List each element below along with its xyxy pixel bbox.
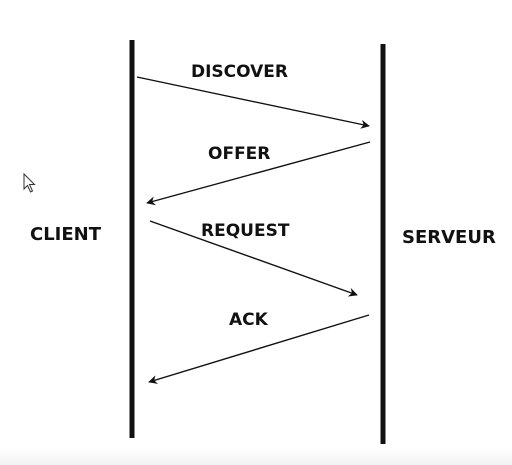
ack-label: ACK (229, 310, 269, 330)
offer-label: OFFER (208, 144, 270, 164)
mouse-pointer-icon (23, 172, 36, 193)
discover-label: DISCOVER (191, 62, 288, 82)
client-label: CLIENT (30, 224, 102, 245)
request-arrow (149, 220, 358, 297)
discover-arrow (136, 76, 370, 129)
message-discover: DISCOVER (136, 62, 370, 129)
message-ack: ACK (148, 310, 370, 384)
request-label: REQUEST (201, 221, 290, 241)
message-request: REQUEST (149, 220, 358, 297)
message-offer: OFFER (146, 141, 371, 206)
server-label: SERVEUR (402, 227, 496, 248)
ack-arrow (148, 314, 370, 384)
offer-arrow (146, 141, 371, 206)
window-bottom-edge (0, 448, 512, 465)
